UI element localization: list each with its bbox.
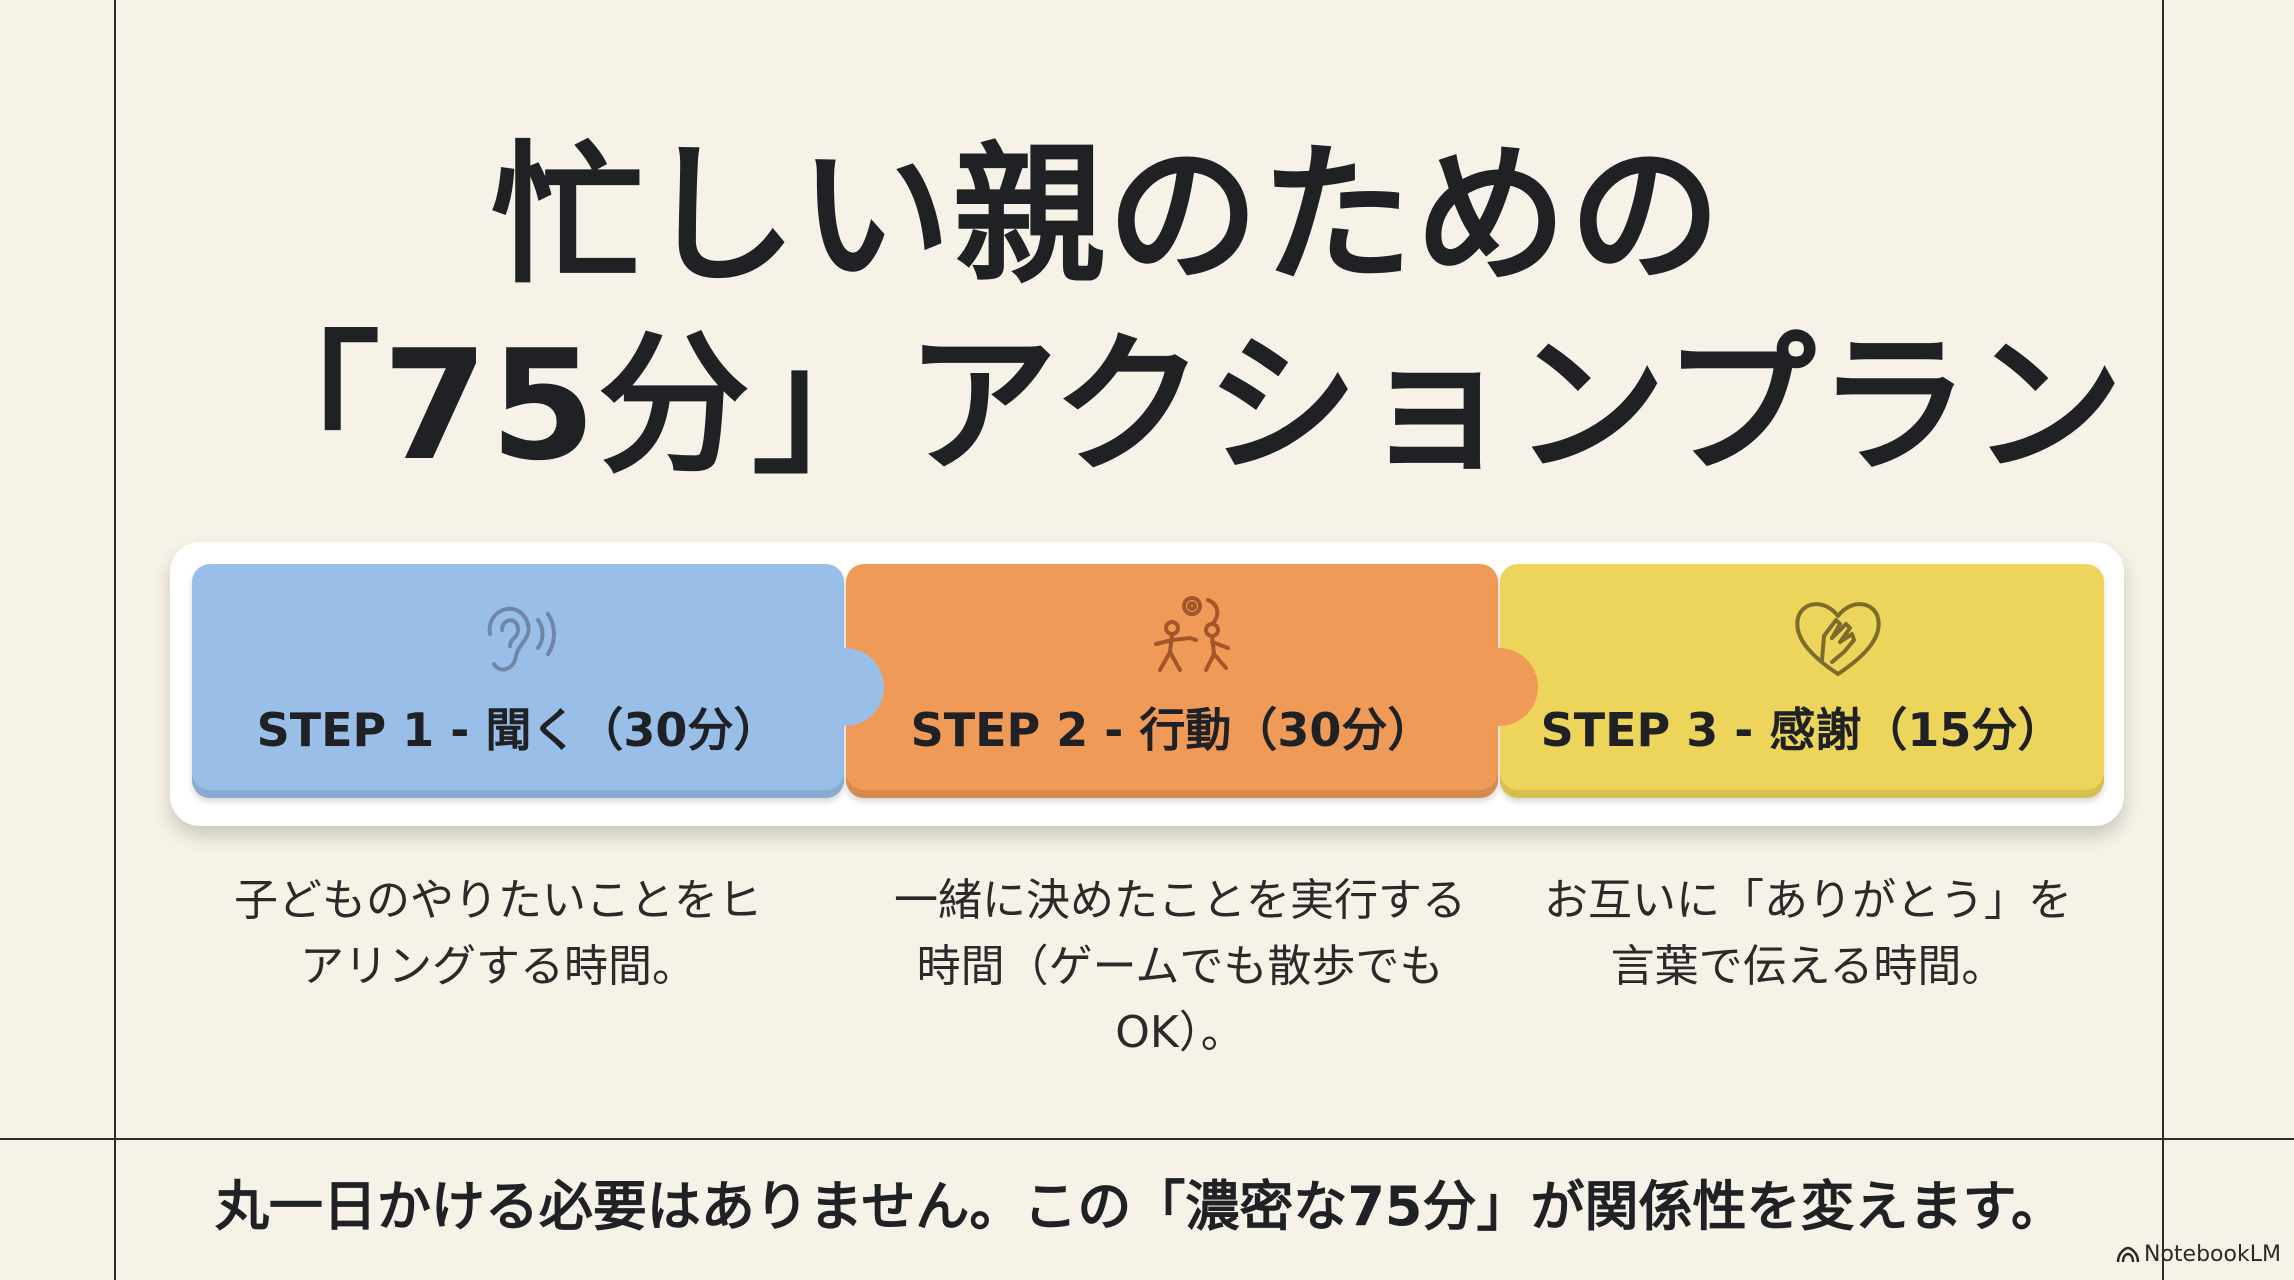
title-line-1: 忙しい親のための xyxy=(491,127,1723,304)
puzzle-knob-2 xyxy=(1460,648,1538,726)
ear-icon xyxy=(487,606,556,672)
puzzle-knob-1 xyxy=(806,648,884,726)
frame-line-left xyxy=(114,0,116,1280)
step-2-description: 一緒に決めたことを実行する時間（ゲームでも散歩でもOK）。 xyxy=(894,875,1466,1058)
footer-message: 丸一日かける必要はありません。この「濃密な75分」が関係性を変えます。 xyxy=(214,1175,2066,1238)
title-line-2: 「75分」アクションプラン xyxy=(228,317,2126,494)
step-2-label: STEP 2 - 行動（30分） xyxy=(910,703,1434,757)
step-3-piece xyxy=(1500,564,2104,798)
brand-name: NotebookLM xyxy=(2144,1242,2281,1267)
heart-hands-icon xyxy=(1795,602,1881,676)
step-1-piece xyxy=(192,564,844,798)
notebooklm-logo-icon xyxy=(2116,1246,2140,1263)
step-3-description: お互いに「ありがとう」を言葉で伝える時間。 xyxy=(1544,875,2072,992)
frame-line-bottom xyxy=(0,1138,2294,1140)
step-3-label: STEP 3 - 感謝（15分） xyxy=(1540,703,2064,757)
step-2-piece xyxy=(846,564,1498,798)
people-activity-icon xyxy=(1154,596,1230,672)
frame-line-right xyxy=(2162,0,2164,1280)
step-1-label: STEP 1 - 聞く（30分） xyxy=(256,703,780,757)
step-1-description: 子どものやりたいことをヒアリングする時間。 xyxy=(234,875,762,992)
brand-watermark: NotebookLM xyxy=(2116,1240,2281,1270)
